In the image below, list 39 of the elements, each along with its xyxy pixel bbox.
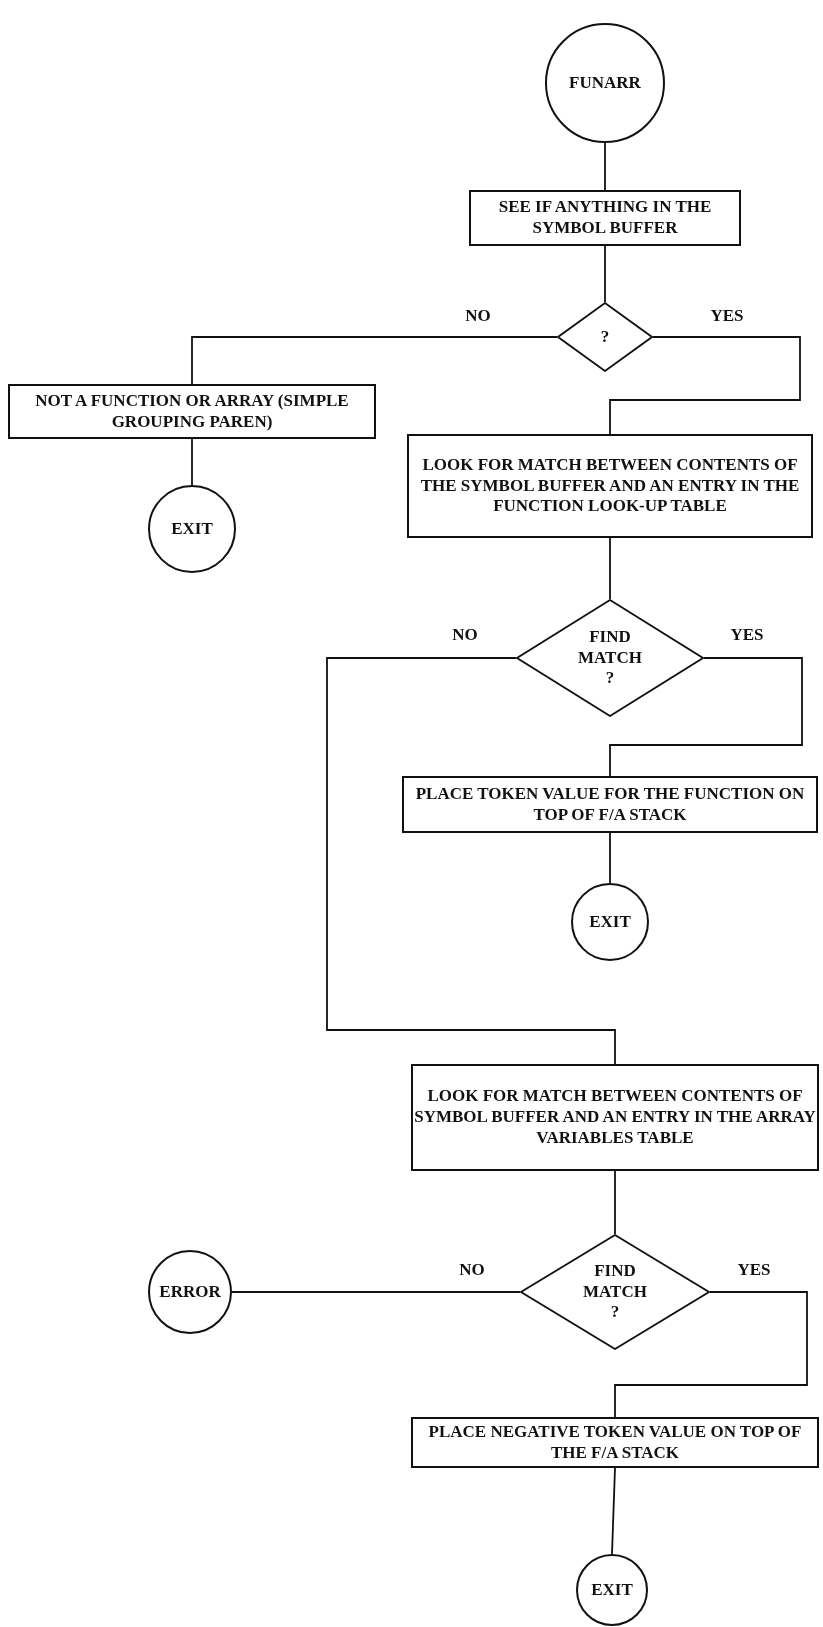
- edge-label: NO: [452, 625, 478, 645]
- node-text: LOOK FOR MATCH BETWEEN CONTENTS OF SYMBOL BUFFER AND AN ENTRY IN THE ARRAY VARIABLES TABLE: [413, 1086, 817, 1149]
- process-box: [411, 1417, 819, 1468]
- edge-label: YES: [737, 1260, 771, 1280]
- connector-line: [609, 537, 611, 600]
- node-text: ERROR: [159, 1281, 221, 1303]
- node-text: FIND MATCH ?: [577, 626, 643, 690]
- process-box: [8, 384, 376, 439]
- connector-line: [609, 832, 611, 884]
- process-box: [469, 190, 741, 246]
- node-text: ?: [600, 326, 610, 348]
- connector-line: [191, 438, 193, 486]
- node-text: EXIT: [171, 518, 213, 540]
- connector-line: [231, 1291, 521, 1293]
- node-text: PLACE TOKEN VALUE FOR THE FUNCTION ON TOP OF F/A STACK: [414, 783, 806, 826]
- edge-label: NO: [465, 306, 491, 326]
- node-text: FUNARR: [569, 72, 641, 94]
- node-text: PLACE NEGATIVE TOKEN VALUE ON TOP OF THE F/A STACK: [427, 1421, 803, 1464]
- connector-line: [326, 657, 616, 1065]
- node-text: NOT A FUNCTION OR ARRAY (SIMPLE GROUPING PAREN): [34, 390, 350, 433]
- process-box: [411, 1064, 819, 1171]
- edge-label: YES: [730, 625, 764, 645]
- connector-line: [611, 1467, 616, 1555]
- node-text: SEE IF ANYTHING IN THE SYMBOL BUFFER: [497, 197, 713, 239]
- node-text: EXIT: [591, 1579, 633, 1601]
- node-text: LOOK FOR MATCH BETWEEN CONTENTS OF THE SYMBOL BUFFER AND AN ENTRY IN THE FUNCTION LOOK-UP TABLE: [419, 454, 801, 518]
- connector-line: [604, 245, 606, 303]
- node-text: FIND MATCH ?: [582, 1260, 648, 1324]
- connector-line: [614, 1291, 808, 1418]
- edge-label: YES: [710, 306, 744, 326]
- connector-line: [191, 336, 558, 385]
- process-box: [407, 434, 813, 538]
- connector-line: [614, 1170, 616, 1235]
- node-text: EXIT: [589, 911, 631, 933]
- connector-line: [609, 336, 801, 435]
- connector-line: [604, 142, 606, 191]
- connector-line: [609, 657, 803, 777]
- process-box: [402, 776, 818, 833]
- edge-label: NO: [459, 1260, 485, 1280]
